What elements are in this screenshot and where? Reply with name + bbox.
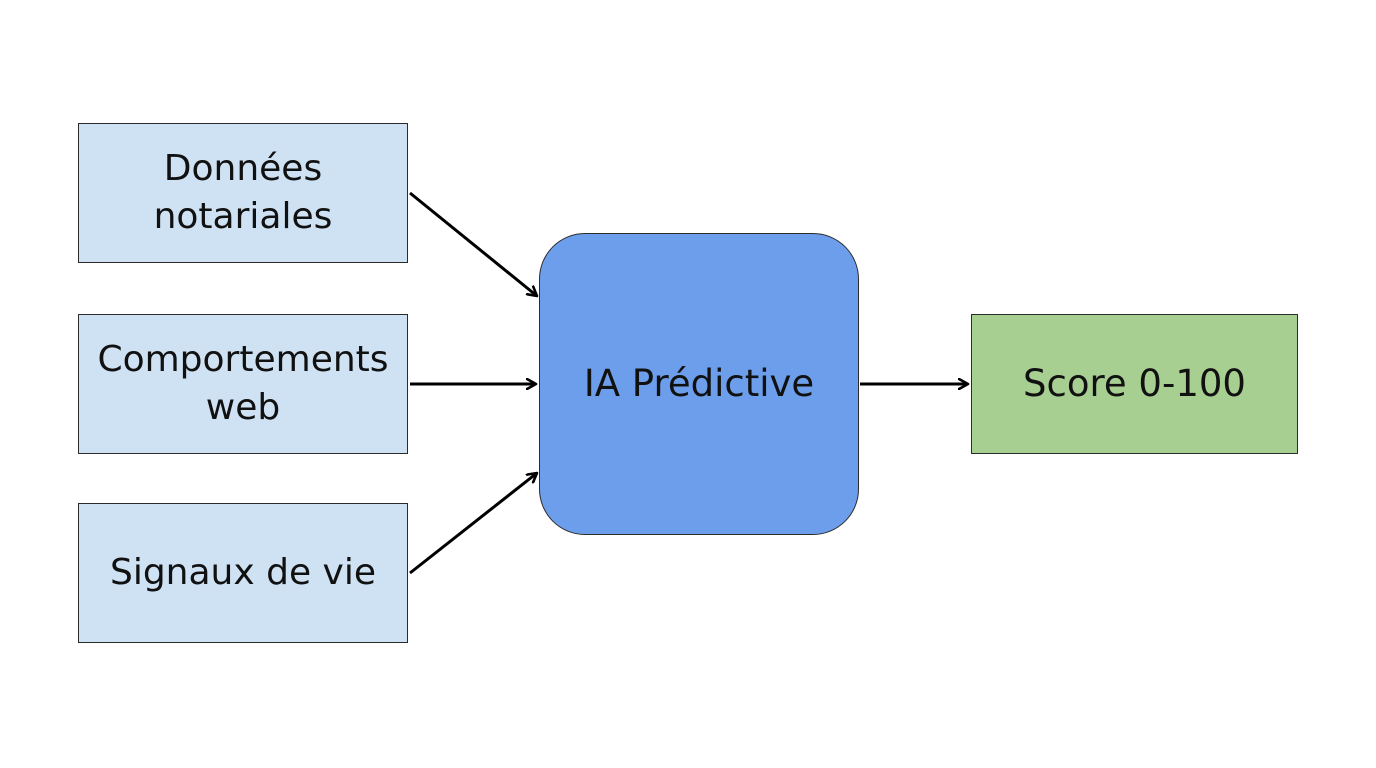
input-node-donnees-notariales: Données notariales: [78, 123, 408, 263]
arrow-signaux-to-ia: [409, 473, 537, 575]
input-node-signaux-de-vie: Signaux de vie: [78, 503, 408, 643]
processor-node-ia-predictive: IA Prédictive: [539, 233, 859, 535]
node-label: IA Prédictive: [583, 361, 815, 405]
output-node-score: Score 0-100: [971, 314, 1298, 454]
node-label: Score 0-100: [1023, 361, 1246, 405]
node-label: Comportements web: [97, 339, 389, 428]
arrow-donnees-to-ia: [409, 191, 537, 296]
node-label: Données notariales: [153, 148, 333, 237]
input-node-comportements-web: Comportements web: [78, 314, 408, 454]
node-label: Signaux de vie: [109, 552, 377, 594]
